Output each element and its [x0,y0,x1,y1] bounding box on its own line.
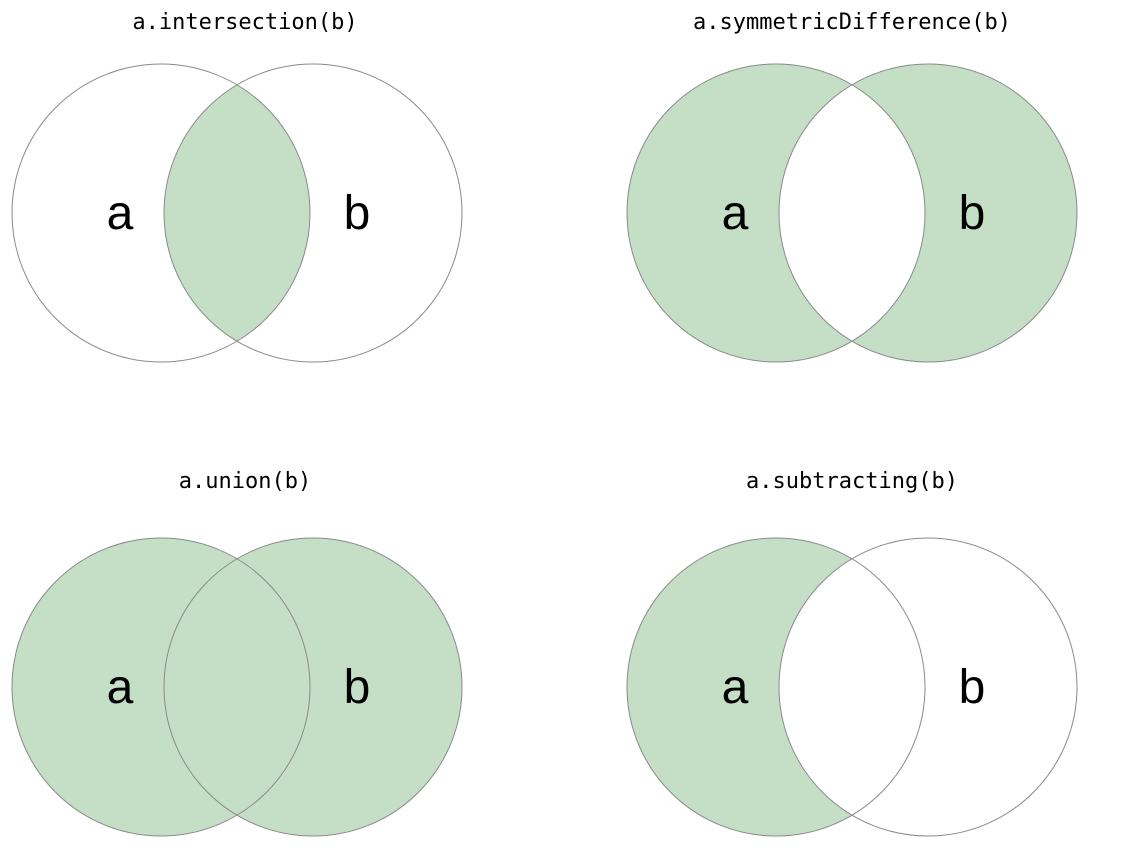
region-overlap-fill [164,64,310,362]
region-overlap-fill [779,538,925,836]
circle-b-outline [778,63,1078,363]
circle-a-outline [626,537,926,837]
panel-title-union: a.union(b) [178,469,312,494]
circle-b-outline [778,537,1078,837]
circle-a-outline [11,537,311,837]
set-a-label: a [722,187,749,240]
set-b-label: b [959,661,986,714]
panel-title-intersection: a.intersection(b) [132,10,358,35]
circle-b-outline [163,63,463,363]
region-overlap-fill [779,64,925,362]
panel-title-symmetric-difference: a.symmetricDifference(b) [693,10,1011,35]
set-a-label: a [107,187,134,240]
set-b-label: b [959,187,986,240]
set-a-label: a [722,661,749,714]
circle-b-outline [163,537,463,837]
circle-a-outline [11,63,311,363]
set-a-label: a [107,661,134,714]
circle-a-outline [626,63,926,363]
set-b-label: b [344,187,371,240]
panel-title-subtracting: a.subtracting(b) [746,469,958,494]
set-b-label: b [344,661,371,714]
region-overlap-fill [164,538,310,836]
